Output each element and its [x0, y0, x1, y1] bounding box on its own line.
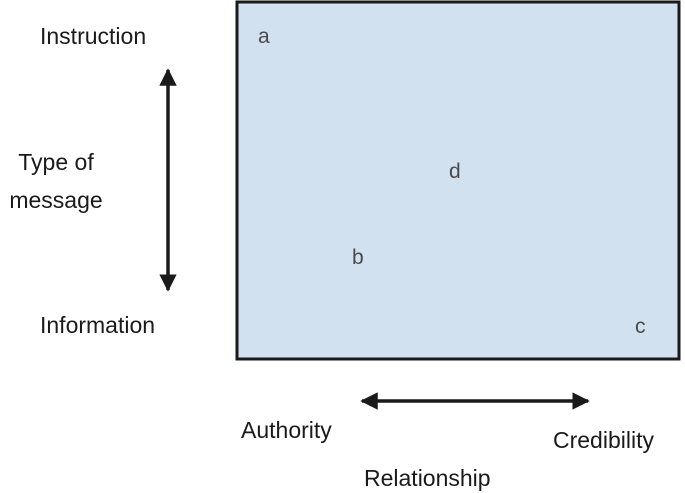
point-label-d: d: [449, 160, 461, 183]
x-axis-left-label: Authority: [241, 417, 332, 443]
y-axis-top-label: Instruction: [40, 23, 147, 49]
point-label-a: a: [258, 25, 270, 48]
x-axis-right-label: Credibility: [553, 427, 654, 453]
quadrant-box: [235, 0, 681, 361]
x-axis-title: Relationship: [364, 465, 491, 491]
point-label-b: b: [352, 246, 364, 269]
y-axis-bottom-label: Information: [40, 312, 156, 338]
point-label-c: c: [635, 315, 646, 338]
y-axis-title: Type of message: [9, 149, 103, 213]
